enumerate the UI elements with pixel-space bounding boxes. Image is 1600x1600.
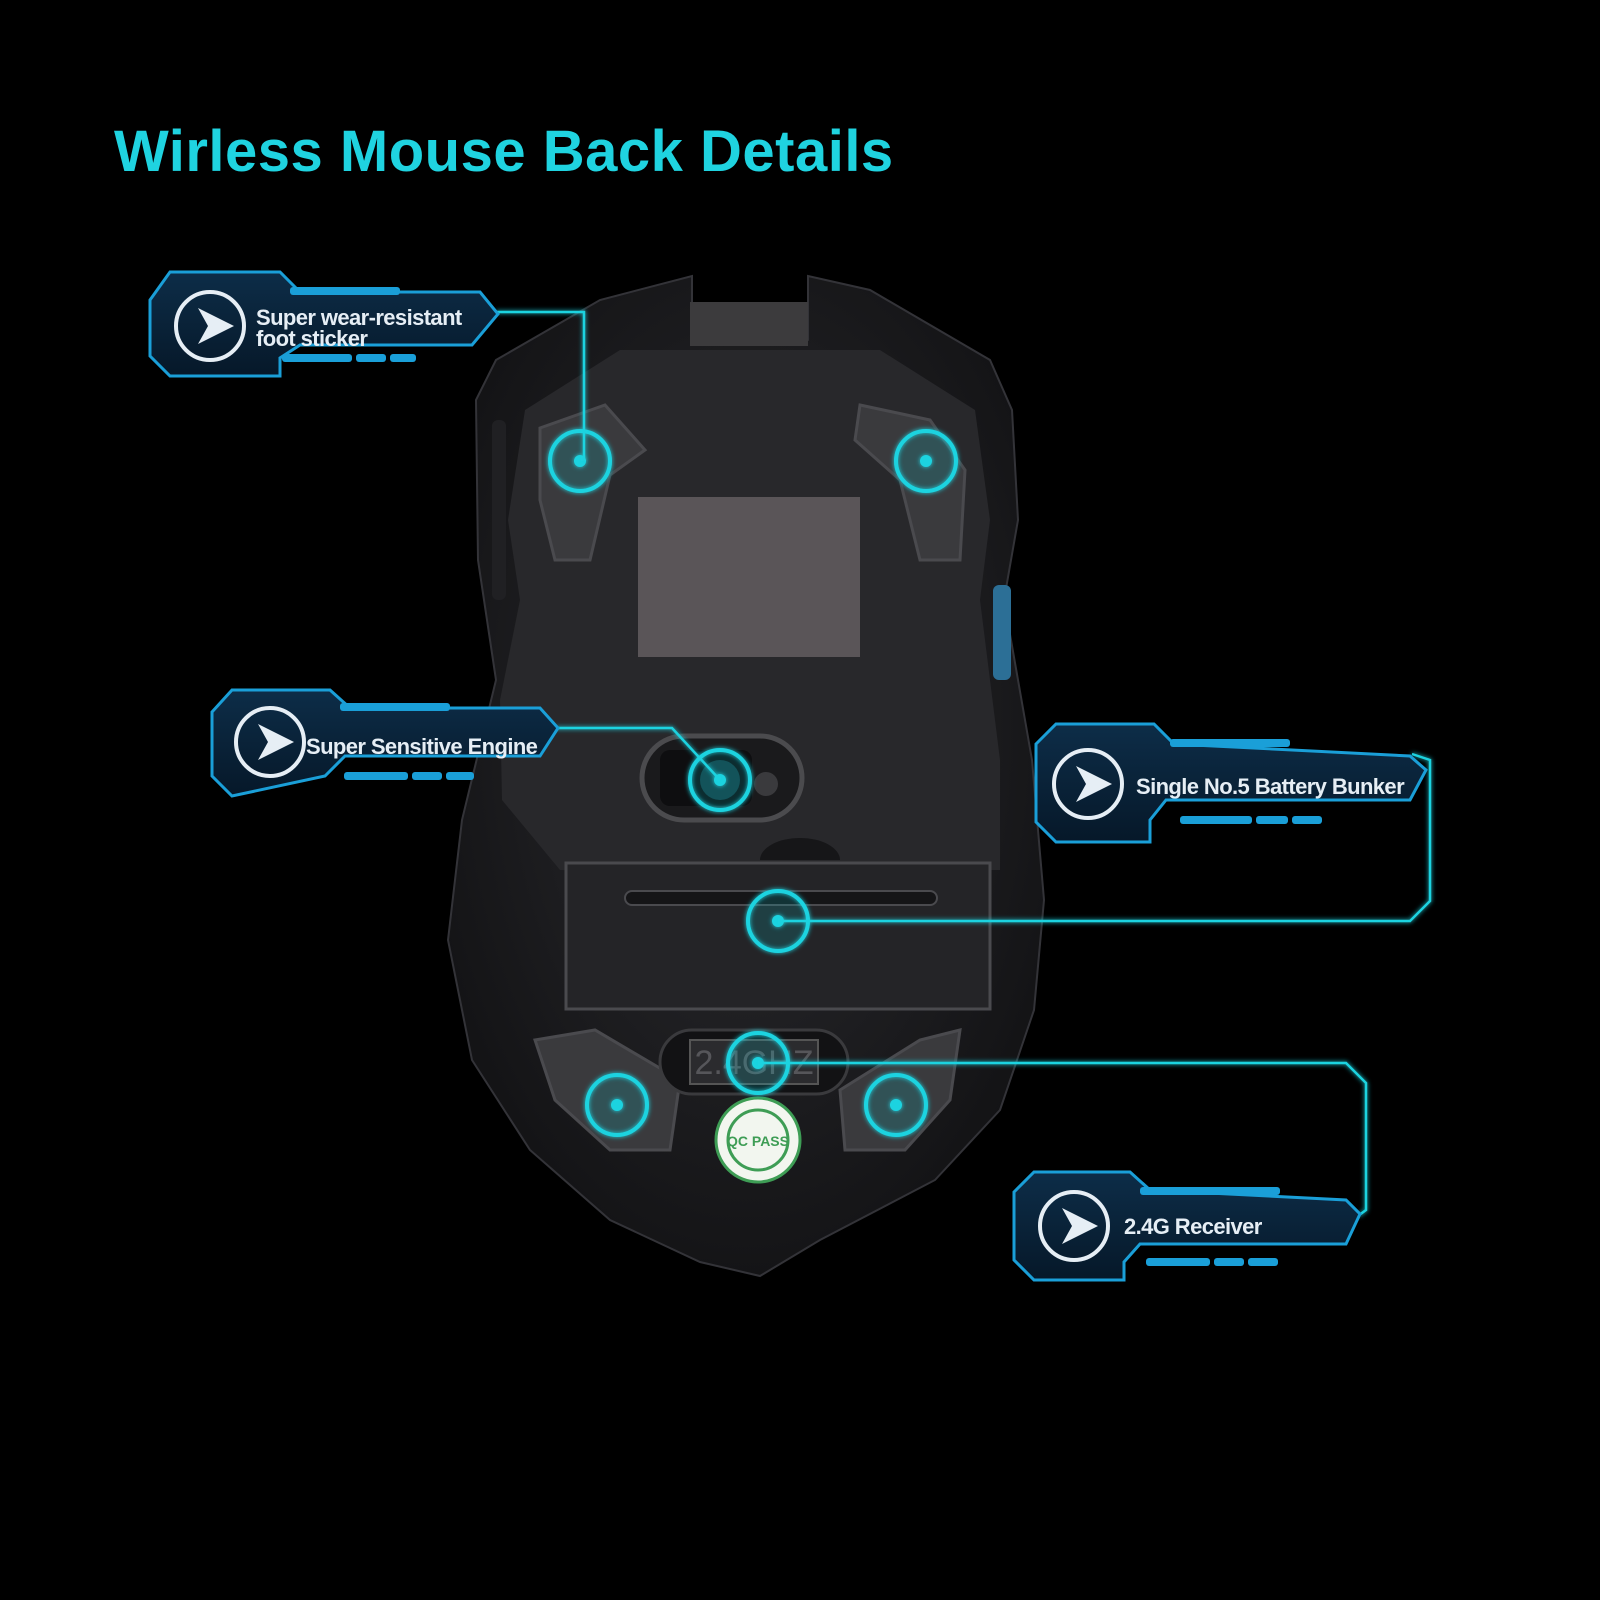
callout-label-line: Single No.5 Battery Bunker [1136,774,1405,799]
chevron-right-icon [174,290,246,362]
leader-lines [496,310,1432,1217]
battery-cover [564,838,992,1011]
page-title: Wirless Mouse Back Details [114,119,894,184]
hotspot-foot-top-left [548,429,612,493]
callout-battery: Single No.5 Battery Bunker [1034,722,1428,844]
label-panel [638,497,860,657]
callout-foot-sticker: Super wear-resistant foot sticker [148,270,500,378]
callout-label-line: 2.4G Receiver [1124,1214,1263,1239]
callout-sensor: Super Sensitive Engine [210,688,560,798]
hotspot-foot-bottom-left [585,1073,649,1137]
qc-sticker: QC PASS [714,1096,802,1184]
callout-receiver: 2.4G Receiver [1012,1170,1362,1282]
cable-slot [690,302,808,346]
side-button [993,585,1011,680]
chevron-right-icon [1038,1190,1110,1262]
qc-sticker-text: QC PASS [727,1133,789,1149]
callout-label-line: Super Sensitive Engine [306,734,538,759]
hotspot-foot-top-right [894,429,958,493]
chevron-right-icon [234,706,306,778]
callout-label-line: foot sticker [256,326,368,351]
chevron-right-icon [1052,748,1124,820]
callout-label-line: Super wear-resistant [256,305,463,330]
hotspot-foot-bottom-right [864,1073,928,1137]
